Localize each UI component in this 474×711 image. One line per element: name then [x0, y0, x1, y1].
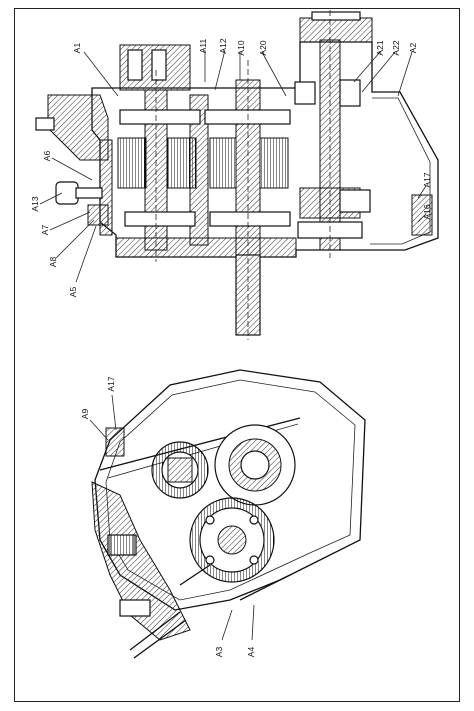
clutch-pack-right	[209, 137, 289, 189]
label-a2: A2	[408, 43, 418, 54]
section-view: A1 A11 A12 A10 A20 A21 A22 A2 A6 A13 A7 …	[30, 10, 439, 340]
label-a22: A22	[391, 40, 401, 55]
label-a6: A6	[42, 151, 52, 162]
clutch-pack-left	[117, 137, 197, 189]
label-a3: A3	[214, 647, 224, 658]
label-a12: A12	[218, 38, 228, 53]
label-a20: A20	[258, 40, 268, 55]
label-a8: A8	[48, 257, 58, 268]
gear-right	[214, 424, 296, 506]
label-a21: A21	[375, 40, 385, 55]
cross-section-view: A9 A17 A3 A4	[80, 369, 366, 659]
label-a13: A13	[30, 196, 40, 211]
label-a17-top: A17	[422, 172, 432, 187]
label-a16: A16	[422, 204, 432, 219]
gear-small	[151, 441, 209, 499]
gear-large	[189, 497, 275, 583]
label-a1: A1	[72, 43, 82, 54]
bearings	[119, 79, 363, 239]
label-a5: A5	[68, 287, 78, 298]
label-a4: A4	[246, 647, 256, 658]
label-a11: A11	[198, 38, 208, 53]
label-a7: A7	[40, 225, 50, 236]
label-a17-bottom: A17	[106, 376, 116, 391]
label-a9: A9	[80, 409, 90, 420]
label-a10: A10	[236, 40, 246, 55]
